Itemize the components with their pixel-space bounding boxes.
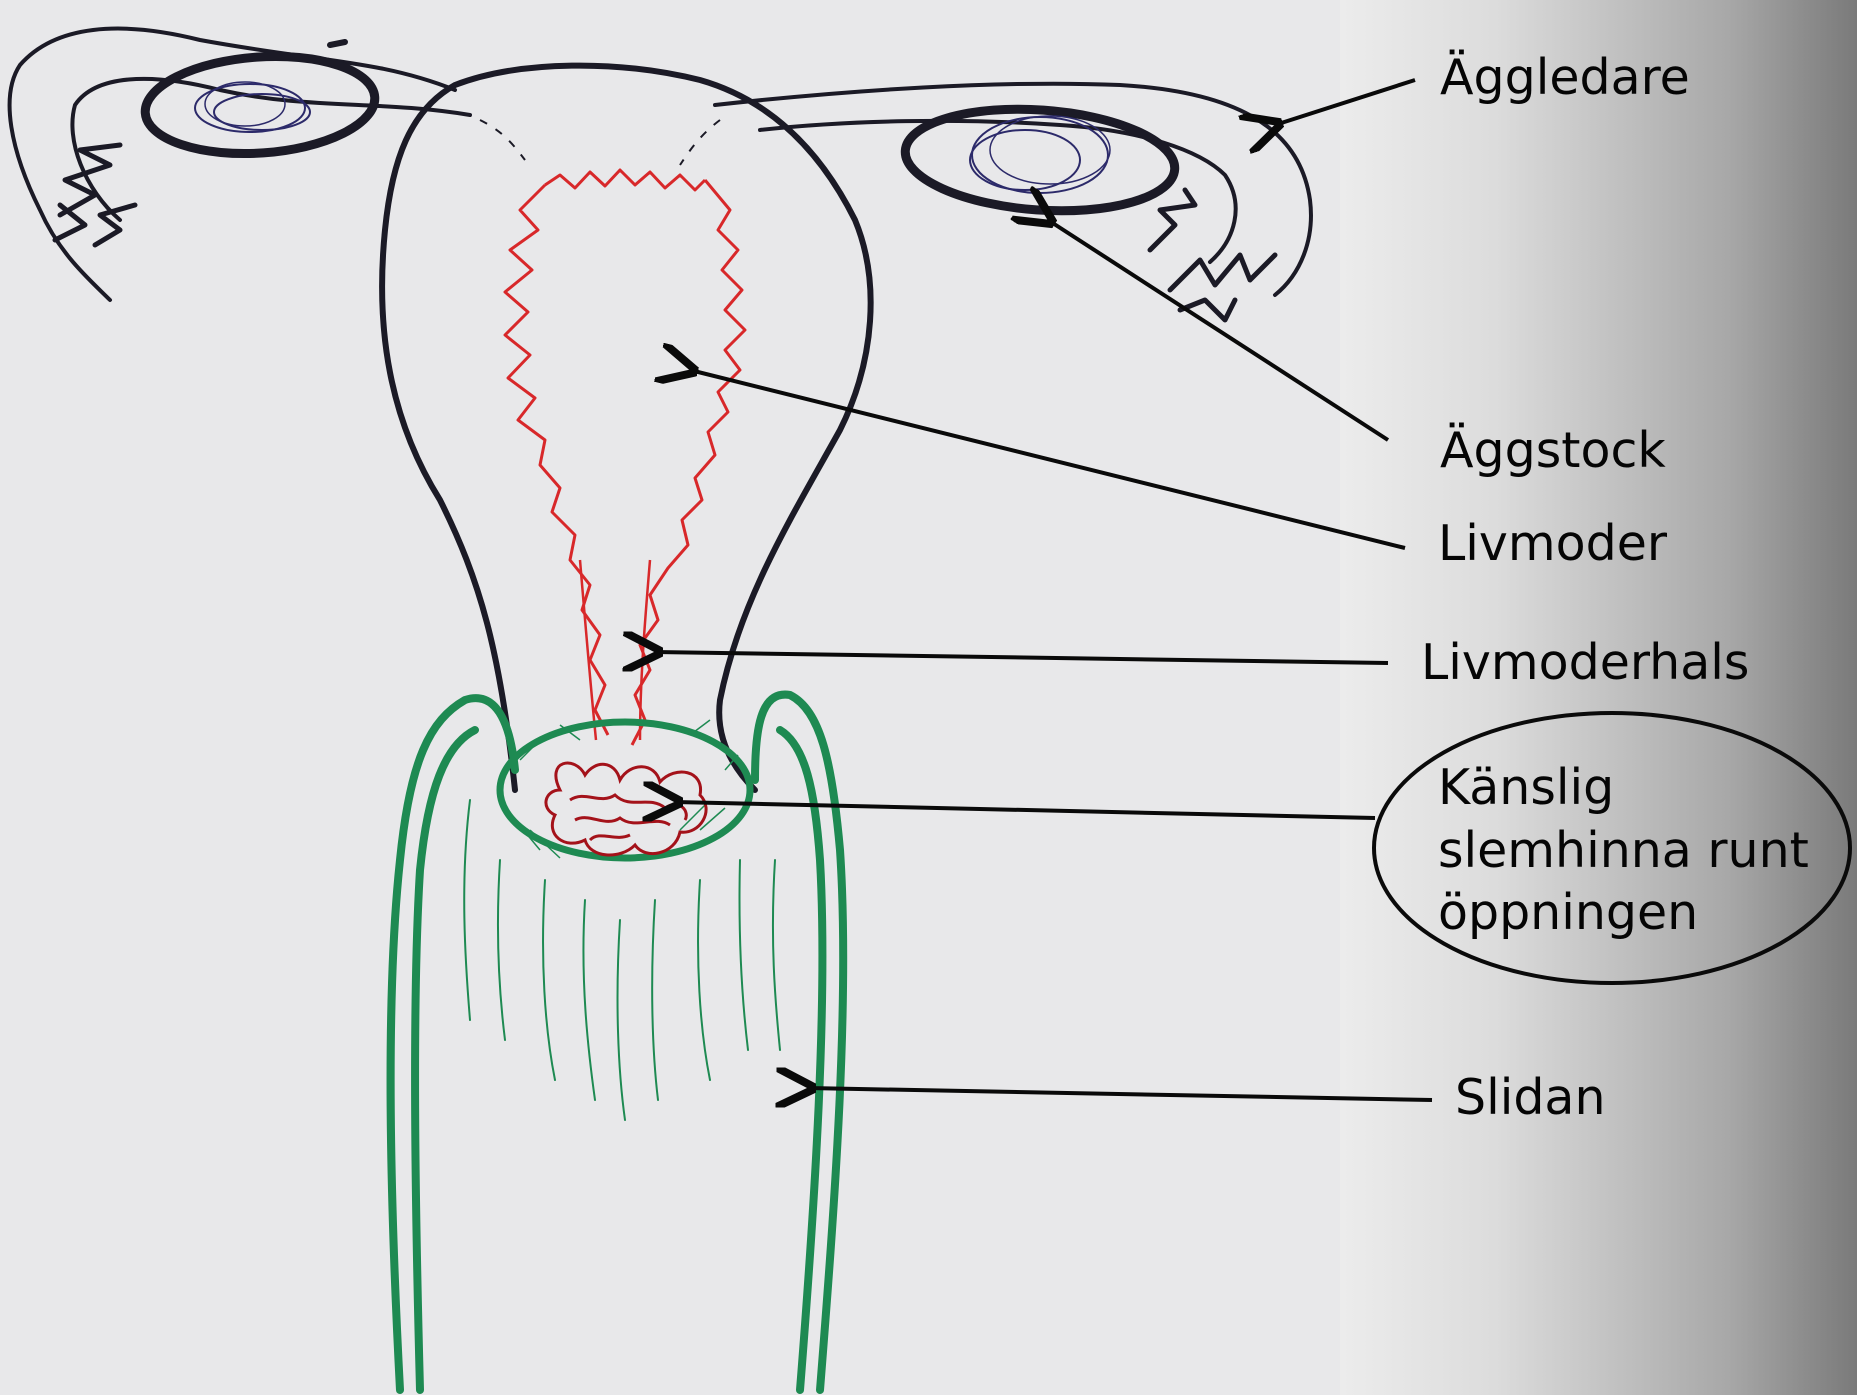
vaginal-rugae [464,800,780,1120]
pointer-arrows [655,80,1432,1100]
label-sensitive-mucosa-line-2: slemhinna runt [1438,820,1818,883]
label-ovary: Äggstock [1440,420,1666,483]
fallopian-tube-left [10,29,470,300]
uterus-fundus-marks [480,120,720,165]
label-cervix: Livmoderhals [1421,632,1749,695]
label-sensitive-mucosa: Känslig slemhinna runt öppningen [1438,757,1818,945]
label-sensitive-mucosa-line-1: Känslig [1438,757,1818,820]
sensitive-mucosa [546,763,706,855]
label-uterus: Livmoder [1438,513,1667,576]
label-sensitive-mucosa-line-3: öppningen [1438,882,1818,945]
vagina-walls [391,695,844,1390]
arrow-vagina [808,1088,1432,1100]
label-vagina: Slidan [1455,1067,1606,1130]
arrow-fallopian-tube [1275,80,1415,125]
uterine-cavity-lining [505,170,745,745]
arrow-uterus [690,370,1405,548]
arrow-cervix [655,652,1388,663]
fimbriae-left [55,145,135,245]
arrow-sensitive-mucosa [675,802,1375,818]
ovary-right [902,101,1178,220]
label-fallopian-tube: Äggledare [1440,47,1690,110]
